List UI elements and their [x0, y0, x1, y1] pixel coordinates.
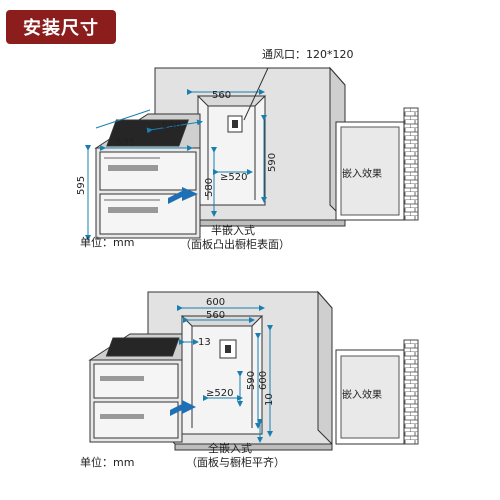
embed-effect-label-top: 嵌入效果 [342, 167, 382, 180]
mode-sub-semi: （面板凸出橱柜表面） [180, 237, 290, 251]
top-dimension-lines [85, 67, 269, 241]
dim-595-height-top: 595 [76, 176, 87, 195]
bottom-drawer-unit [88, 333, 183, 443]
embed-effect-top: 嵌入效果 [335, 107, 419, 221]
embed-effect-bottom: 嵌入效果 [335, 339, 419, 445]
mode-title-semi: 半嵌入式 [211, 223, 255, 237]
dim-556-top: 556 [162, 120, 181, 131]
dim-560-top: 560 [212, 90, 231, 101]
mode-sub-full: （面板与橱柜平齐） [186, 455, 285, 469]
dim-590-top: 590 [267, 153, 278, 172]
dim-520-bottom: ≥520 [206, 388, 233, 399]
unit-label-bottom: 单位：mm [80, 455, 134, 469]
embed-effect-label-bottom: 嵌入效果 [342, 388, 382, 401]
dim-10-bottom: 10 [264, 393, 275, 406]
dim-520-top: ≥520 [220, 172, 247, 183]
section-title-badge: 安装尺寸 [6, 10, 116, 44]
dim-560-bottom: 560 [206, 310, 225, 321]
insert-arrow-top [168, 187, 198, 204]
dim-595-width-top: 595 [116, 137, 135, 148]
dim-590-bottom: 590 [246, 371, 257, 390]
semi-embedded-diagram: 通风口：120*120 560 556 595 595 590 580 ≥520… [76, 48, 419, 251]
bottom-dimension-lines [177, 305, 273, 443]
top-drawer-unit [94, 113, 201, 239]
dim-580-top: 580 [204, 178, 215, 197]
dim-600-bottom: 600 [206, 297, 225, 308]
insert-arrow-bottom [170, 400, 196, 416]
full-embedded-diagram: 600 560 13 590 600 ≥520 10 全嵌入式 （面板与橱柜平齐… [80, 290, 419, 469]
unit-label-top: 单位：mm [80, 235, 134, 249]
dim-13-bottom: 13 [198, 337, 211, 348]
dim-600-vertical-bottom: 600 [258, 371, 269, 390]
mode-title-full: 全嵌入式 [208, 441, 252, 455]
vent-size-label: 通风口：120*120 [262, 48, 354, 61]
